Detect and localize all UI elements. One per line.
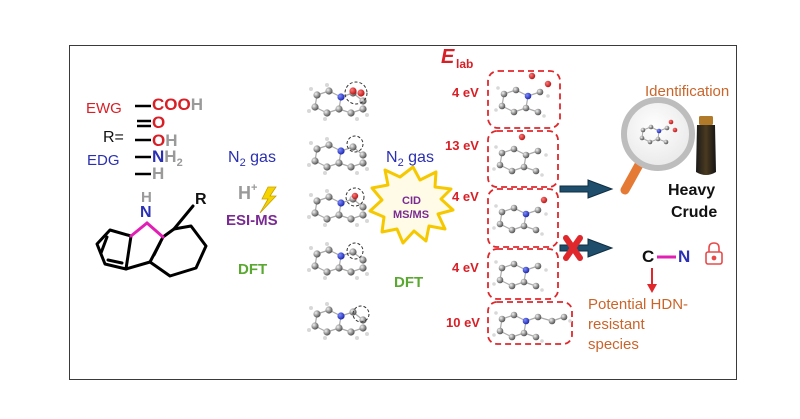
substituent-bonds	[135, 104, 151, 176]
cid-label: CID	[402, 195, 421, 207]
identified-molecule	[639, 119, 678, 145]
proton-label: H+	[238, 182, 258, 203]
cooh-substituent: COOH	[152, 95, 204, 114]
magnifying-glass-icon	[620, 97, 695, 195]
msms-label: MS/MS	[393, 209, 430, 221]
r-group-label: R	[195, 191, 207, 208]
molecule-group-left	[307, 81, 369, 121]
hydroxyl-substituent: OH	[152, 131, 178, 150]
fragment-molecule	[492, 260, 548, 292]
crude-label: Crude	[671, 204, 718, 221]
blocked-x-icon	[563, 235, 583, 261]
lightning-icon	[259, 186, 277, 214]
amino-substituent: NH2	[152, 147, 183, 169]
bond-nitrogen-label: N	[678, 247, 691, 266]
hydrogen-substituent: H	[152, 164, 165, 183]
elab-symbol: E	[441, 46, 455, 68]
arrow-to-bond	[559, 238, 614, 258]
esi-ms-label: ESI-MS	[226, 212, 278, 229]
n2-gas-label-cid: N2 gas	[386, 149, 434, 169]
energy-level-label: 13 eV	[445, 138, 479, 153]
energy-level-label: 4 eV	[452, 85, 479, 100]
crude-oil-vial	[696, 116, 716, 175]
ewg-label: EWG	[86, 100, 122, 117]
lock-icon	[705, 242, 723, 265]
resistant-species-line3: species	[588, 336, 639, 353]
energy-level-label: 4 eV	[452, 260, 479, 275]
elab-subscript: lab	[456, 57, 474, 71]
arrow-to-identification	[559, 179, 614, 199]
energy-level-label: 4 eV	[452, 189, 479, 204]
figure-frame	[69, 45, 737, 380]
fragment-molecule	[492, 196, 548, 236]
resistant-species-line2: resistant	[588, 316, 645, 333]
molecule-group-left	[307, 187, 369, 227]
energy-level-label: 10 eV	[446, 315, 480, 330]
molecule-group-left	[307, 242, 369, 280]
dft-label-ionization: DFT	[238, 261, 268, 278]
resistant-species-line1: Potential HDN-	[588, 296, 689, 313]
n2-gas-label-ionization: N2 gas	[228, 149, 276, 169]
molecule-group-left	[307, 302, 370, 340]
edg-label: EDG	[87, 152, 120, 169]
dft-label-cid: DFT	[394, 274, 424, 291]
fragment-molecule	[494, 72, 552, 118]
carbazole-structure	[95, 204, 208, 278]
fragment-molecule	[492, 311, 572, 343]
cid-starburst	[368, 165, 455, 245]
down-arrow	[647, 268, 657, 293]
bond-carbon-label: C	[642, 247, 655, 266]
identification-label: Identification	[645, 83, 730, 100]
nh-nitrogen-label: N	[140, 204, 152, 221]
molecule-group-left	[307, 135, 369, 175]
r-equals-label: R=	[103, 129, 124, 146]
heavy-label: Heavy	[668, 182, 716, 199]
fragment-boxes	[487, 70, 573, 345]
fragment-molecule	[492, 133, 548, 177]
oxo-substituent: O	[152, 113, 166, 132]
nh-hydrogen-label: H	[141, 189, 152, 206]
